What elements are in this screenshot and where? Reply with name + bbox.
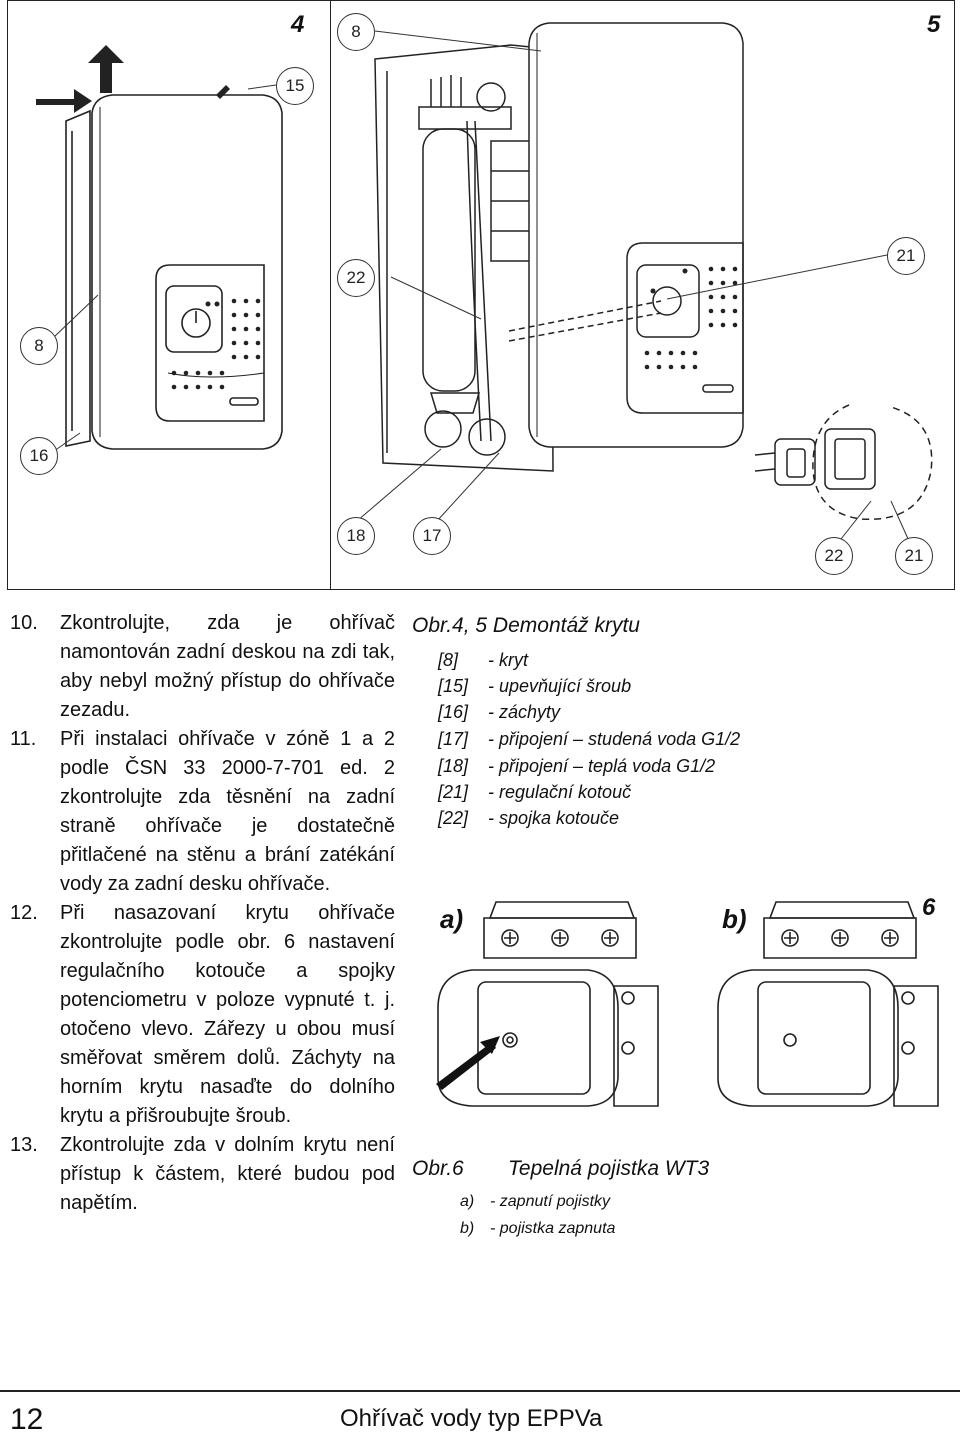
legend-item: [21] - regulační kotouč — [438, 782, 631, 803]
legend-text: - zapnutí pojistky — [490, 1193, 611, 1210]
instruction-number: 11. — [10, 728, 37, 750]
caption-4-5-title: Obr.4, 5 Demontáž krytu — [412, 614, 640, 637]
legend-key: [22] — [438, 808, 469, 828]
footer-divider — [0, 1390, 960, 1392]
callout-18: 18 — [337, 517, 375, 555]
legend-text: - spojka kotouče — [488, 808, 620, 828]
legend-item: a) - zapnutí pojistky — [460, 1193, 610, 1211]
figure-4-number: 4 — [291, 11, 305, 38]
legend-item: [17] - připojení – studená voda G1/2 — [438, 729, 740, 750]
legend-item: b) - pojistka zapnuta — [460, 1220, 615, 1238]
figure-5-drawing — [331, 1, 954, 589]
instruction-list: 10. Zkontrolujte, zda je ohřívač namonto… — [10, 609, 395, 1218]
figure-4-panel: 4 — [7, 0, 331, 590]
legend-item: [18] - připojení – teplá voda G1/2 — [438, 756, 715, 777]
figure-5-panel: 5 — [330, 0, 955, 590]
callout-16: 16 — [20, 437, 58, 475]
instruction-item: 11. Při instalaci ohřívače v zóně 1 a 2 … — [10, 725, 395, 899]
legend-key: a) — [460, 1193, 475, 1210]
callout-8: 8 — [20, 327, 58, 365]
caption-6-title: Tepelná pojistka WT3 — [508, 1157, 710, 1180]
legend-item: [15] - upevňující šroub — [438, 676, 631, 697]
instruction-number: 13. — [10, 1134, 38, 1156]
callout-22-detail: 22 — [815, 537, 853, 575]
callout-15: 15 — [276, 67, 314, 105]
legend-key: [17] — [438, 729, 469, 749]
callout-22: 22 — [337, 259, 375, 297]
legend-key: b) — [460, 1220, 475, 1237]
instruction-item: 10. Zkontrolujte, zda je ohřívač namonto… — [10, 609, 395, 725]
instruction-number: 12. — [10, 902, 38, 924]
figure-5-number: 5 — [927, 11, 941, 38]
callout-17: 17 — [413, 517, 451, 555]
instruction-item: 12. Při nasazovaní krytu ohřívače zkontr… — [10, 899, 395, 1131]
legend-item: [16] - záchyty — [438, 702, 560, 723]
legend-text: - záchyty — [488, 702, 561, 722]
callout-21: 21 — [887, 237, 925, 275]
legend-text: - upevňující šroub — [488, 676, 632, 696]
legend-text: - pojistka zapnuta — [490, 1220, 616, 1237]
figure-4-drawing — [36, 45, 330, 589]
instruction-text: Zkontrolujte zda v dolním krytu není pří… — [60, 1134, 395, 1214]
instruction-number: 10. — [10, 612, 38, 634]
instruction-text: Při instalaci ohřívače v zóně 1 a 2 podl… — [60, 728, 395, 895]
legend-key: [18] — [438, 756, 469, 776]
legend-text: - kryt — [488, 650, 528, 670]
callout-21-detail: 21 — [895, 537, 933, 575]
instruction-text: Při nasazovaní krytu ohřívače zkontroluj… — [60, 902, 395, 1127]
callout-8: 8 — [337, 13, 375, 51]
page-number: 12 — [10, 1403, 44, 1436]
figure-6-number: 6 — [922, 894, 936, 921]
instruction-item: 13. Zkontrolujte zda v dolním krytu není… — [10, 1131, 395, 1218]
legend-item: [8] - kryt — [438, 650, 528, 671]
figure-6-drawing — [436, 890, 938, 1140]
legend-text: - připojení – teplá voda G1/2 — [488, 756, 716, 776]
legend-key: [16] — [438, 702, 469, 722]
figure-6-label-b: b) — [722, 904, 747, 934]
instruction-text: Zkontrolujte, zda je ohřívač namontován … — [60, 612, 395, 721]
figure-6-label-a: a) — [440, 904, 464, 934]
legend-key: [8] — [438, 650, 459, 670]
legend-key: [15] — [438, 676, 469, 696]
legend-key: [21] — [438, 782, 469, 802]
legend-item: [22] - spojka kotouče — [438, 808, 619, 829]
legend-text: - regulační kotouč — [488, 782, 632, 802]
caption-6-label: Obr.6 — [412, 1157, 464, 1180]
legend-text: - připojení – studená voda G1/2 — [488, 729, 741, 749]
footer-title: Ohřívač vody typ EPPVa — [340, 1405, 603, 1432]
